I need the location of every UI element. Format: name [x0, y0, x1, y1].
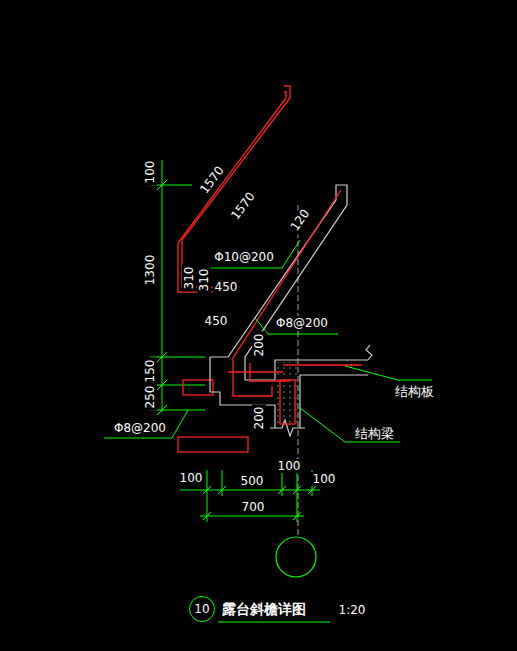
concrete-outline: [210, 185, 372, 436]
axis-bubble: [276, 537, 316, 577]
dimension-text: 1300: [143, 253, 157, 288]
axis-line: [298, 205, 299, 537]
bar-length: 310: [197, 267, 211, 294]
dimension-text: 100: [143, 159, 157, 186]
bar-length: 310: [182, 265, 196, 292]
member-name: 结构梁: [353, 426, 396, 441]
bar-length: 450: [213, 280, 240, 294]
detail-number: 10: [194, 603, 209, 615]
bar-length: 1570: [227, 188, 259, 224]
bar-length: 1570: [196, 162, 228, 198]
rebar-spec: Φ10@200: [212, 250, 276, 264]
dimension-text: 200: [252, 405, 266, 432]
rebar-spec: Φ8@200: [274, 316, 330, 330]
detail-number-circle: 10: [189, 596, 215, 622]
section-rebar: [228, 190, 362, 424]
member-name: 结构板: [393, 384, 436, 399]
dimension-text: 100: [276, 459, 303, 473]
rebar-shape: [178, 86, 290, 452]
dimension-text: 500: [239, 474, 266, 488]
scale-text: 1:20: [337, 603, 368, 617]
dimension-text: 700: [240, 500, 267, 514]
dimension-text: 150: [143, 358, 157, 385]
drawing-title: 露台斜檐详图: [222, 602, 306, 616]
dimension-text: 100: [178, 471, 205, 485]
title-underline: [218, 622, 330, 623]
bar-length: 450: [203, 314, 230, 328]
dimension-text: 100: [311, 472, 338, 486]
rebar-spec: Φ8@200: [112, 421, 168, 435]
dimension-text: 250: [143, 384, 157, 411]
leader-line: [104, 240, 432, 442]
thickness-text: 120: [287, 205, 314, 235]
dimension-text: 200: [252, 332, 266, 359]
